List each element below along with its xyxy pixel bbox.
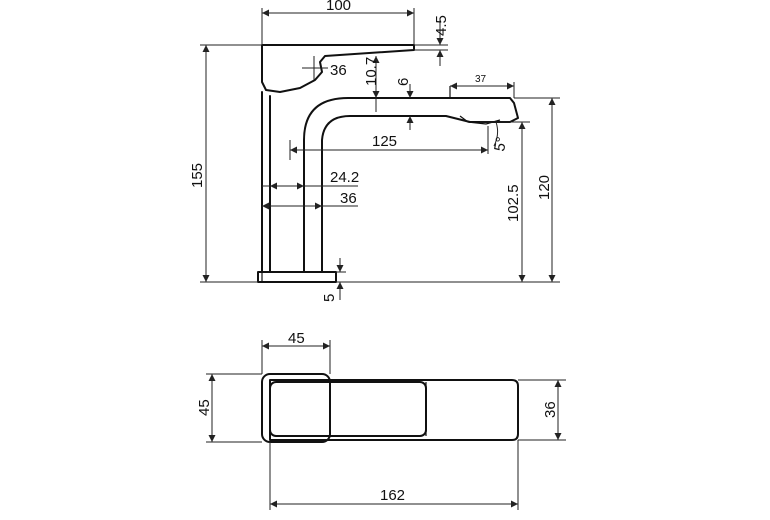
dim-label-24-2: 24.2 <box>330 169 359 186</box>
dim-total-height: 155 <box>189 44 262 283</box>
dim-handle-drop: 36 <box>302 56 347 80</box>
dim-label-45-width: 45 <box>196 399 213 416</box>
dim-label-45-length: 45 <box>288 330 305 347</box>
faucet-top-outline <box>261 373 519 443</box>
dim-label-36-top: 36 <box>542 401 559 418</box>
side-view: 100 4.5 36 10.7 6 <box>189 0 560 302</box>
dim-lever-gap: 10.7 <box>363 56 380 112</box>
dim-handle-length: 100 <box>261 0 415 45</box>
dim-spout-height: 102.5 <box>480 121 530 282</box>
dim-spout-thickness: 6 <box>395 78 414 130</box>
dim-total-length: 162 <box>269 440 519 510</box>
dim-spout-angle: 5° <box>491 121 510 153</box>
dim-aerator-width: 37 <box>450 74 515 98</box>
dim-label-100: 100 <box>326 0 351 14</box>
dim-label-36-body: 36 <box>340 190 357 207</box>
dim-label-10-7: 10.7 <box>363 57 380 86</box>
top-view: 45 45 36 162 <box>196 330 566 510</box>
dim-base-length: 45 <box>261 330 331 374</box>
dim-label-6: 6 <box>395 78 412 86</box>
dim-handle-thickness: 4.5 <box>414 15 450 66</box>
dim-label-36-handle: 36 <box>330 62 347 79</box>
dim-label-37: 37 <box>475 74 487 85</box>
dim-spout-width: 36 <box>518 379 566 441</box>
dim-reach: 125 <box>289 126 489 160</box>
dim-label-102-5: 102.5 <box>505 184 522 222</box>
dim-total-spout-height: 120 <box>336 97 560 283</box>
dim-label-4-5: 4.5 <box>433 15 450 36</box>
dim-body-inner: 24.2 <box>262 169 359 190</box>
dim-base-width: 45 <box>196 373 262 443</box>
dim-label-5-degrees: 5° <box>491 136 510 153</box>
dim-label-5-base: 5 <box>321 294 338 302</box>
dim-label-125: 125 <box>372 133 397 150</box>
dim-label-120: 120 <box>536 175 553 200</box>
dim-body-width: 36 <box>262 190 358 210</box>
dim-label-155: 155 <box>189 163 206 188</box>
dim-label-162: 162 <box>380 487 405 504</box>
dim-base-thickness: 5 <box>321 258 346 302</box>
